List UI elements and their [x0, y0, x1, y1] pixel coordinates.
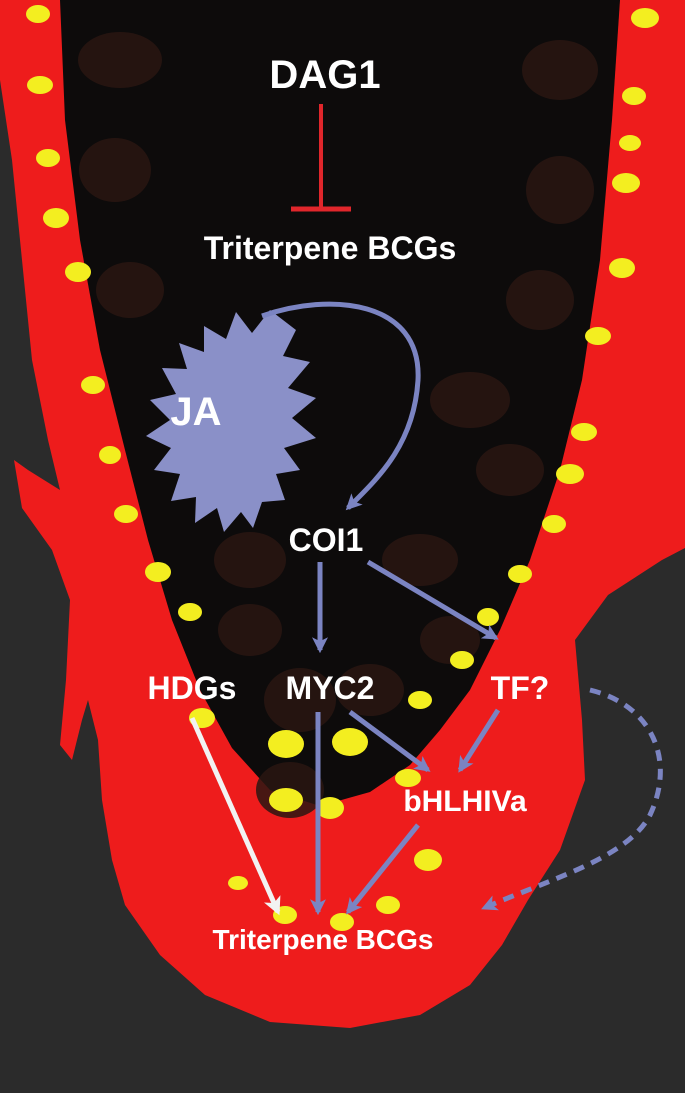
- cell-texture: [78, 32, 598, 818]
- label-coi1: COI1: [288, 522, 364, 558]
- arrow-tf-dashed-to-bcgs: [481, 687, 663, 911]
- label-triterpene-bcgs-top: Triterpene BCGs: [203, 230, 457, 266]
- label-triterpene-bcgs-bottom: Triterpene BCGs: [212, 924, 434, 955]
- arrow-hdgs-to-bcgs: [189, 716, 281, 916]
- arrow-tf-to-bhlhiva: [457, 708, 501, 773]
- label-dag1: DAG1: [269, 53, 381, 97]
- ja-star: [146, 310, 316, 532]
- arrow-myc2-to-bhlhiva: [348, 709, 431, 773]
- arrow-ja-to-coi1: [261, 301, 421, 511]
- inner-tissue: [60, 0, 620, 806]
- arrow-bhlhiva-to-bcgs: [345, 823, 420, 915]
- label-tf: TF?: [490, 670, 550, 706]
- label-ja: JA: [170, 390, 222, 434]
- label-hdgs: HDGs: [147, 670, 237, 706]
- arrow-coi1-to-tf: [366, 559, 499, 641]
- label-myc2: MYC2: [285, 670, 375, 706]
- label-bhlhiva: bHLHIVa: [403, 785, 527, 818]
